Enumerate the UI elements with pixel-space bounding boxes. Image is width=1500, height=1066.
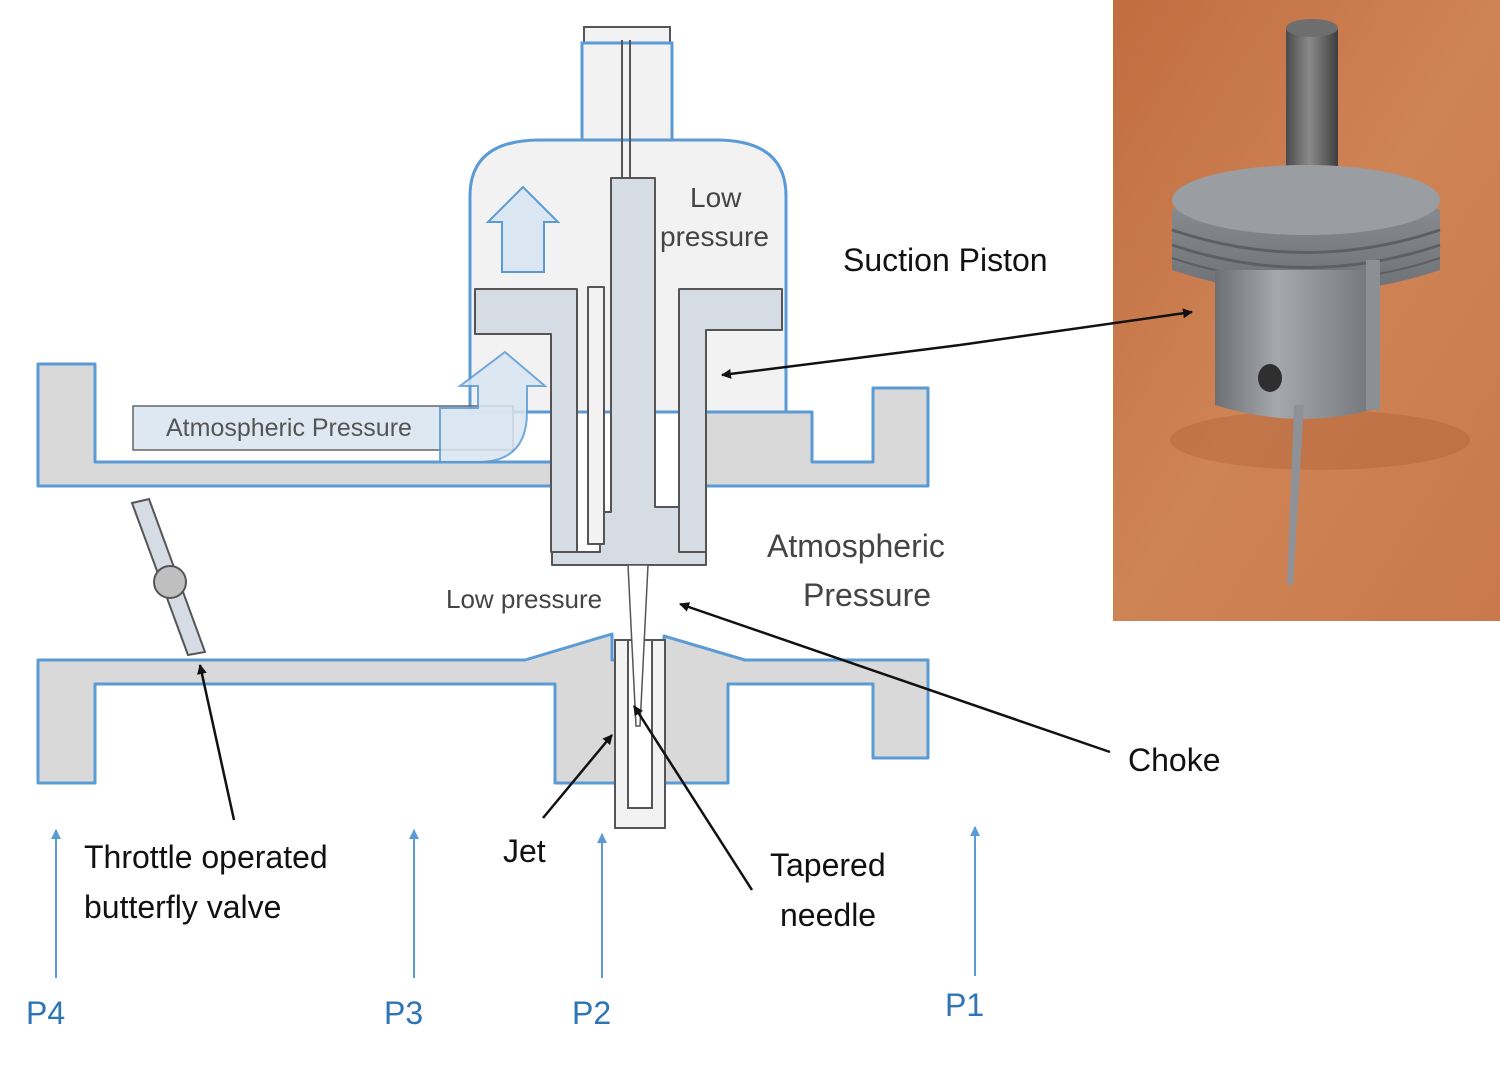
tapered-needle-arrow xyxy=(632,705,754,891)
throttle-arrow xyxy=(197,664,236,821)
damper-cap xyxy=(583,26,671,44)
piston-inner xyxy=(587,286,605,545)
suction-piston-label: Suction Piston xyxy=(843,242,1048,278)
atmospheric-right-label-2: Pressure xyxy=(803,577,931,613)
damper-tube xyxy=(580,41,674,142)
tapered-needle-label-1: Tapered xyxy=(770,847,886,883)
atmospheric-inlet-label: Atmospheric Pressure xyxy=(166,414,412,442)
throttle-label-1: Throttle operated xyxy=(84,839,328,875)
butterfly-valve xyxy=(130,497,207,657)
pressure-label-p3: P3 xyxy=(384,995,423,1031)
tapered-needle xyxy=(627,564,649,727)
pressure-arrows xyxy=(51,826,980,978)
piston-needle xyxy=(1287,405,1304,585)
flow-up-arrow-top xyxy=(485,185,561,273)
throttle-label-2: butterfly valve xyxy=(84,889,281,925)
suction-piston-arrow-right xyxy=(959,308,1193,347)
callout-arrows xyxy=(197,308,1193,891)
tapered-needle-label-2: needle xyxy=(780,897,876,933)
choke-label: Choke xyxy=(1128,742,1221,778)
atmospheric-inlet xyxy=(132,350,548,463)
pressure-label-p4: P4 xyxy=(26,995,65,1031)
low-pressure-top-label-2: pressure xyxy=(660,221,769,252)
suction-piston-arrow-left xyxy=(721,343,961,379)
piston-rod xyxy=(1286,28,1338,188)
low-pressure-top-label-1: Low xyxy=(690,182,742,213)
low-pressure-bottom-label: Low pressure xyxy=(446,584,602,614)
valve-spindle xyxy=(153,565,187,599)
jet-arrow xyxy=(542,734,613,819)
atmospheric-right-label-1: Atmospheric xyxy=(767,528,945,564)
piston-body xyxy=(1215,270,1370,419)
pressure-label-p1: P1 xyxy=(945,987,984,1023)
lower-body xyxy=(36,632,930,785)
suction-piston-photo xyxy=(1113,0,1500,621)
piston-section xyxy=(474,177,783,566)
inlet-bend xyxy=(439,350,548,463)
choke-arrow xyxy=(679,602,1111,754)
flow-arrows xyxy=(485,185,561,273)
pressure-label-p2: P2 xyxy=(572,995,611,1031)
jet-label: Jet xyxy=(503,833,546,869)
